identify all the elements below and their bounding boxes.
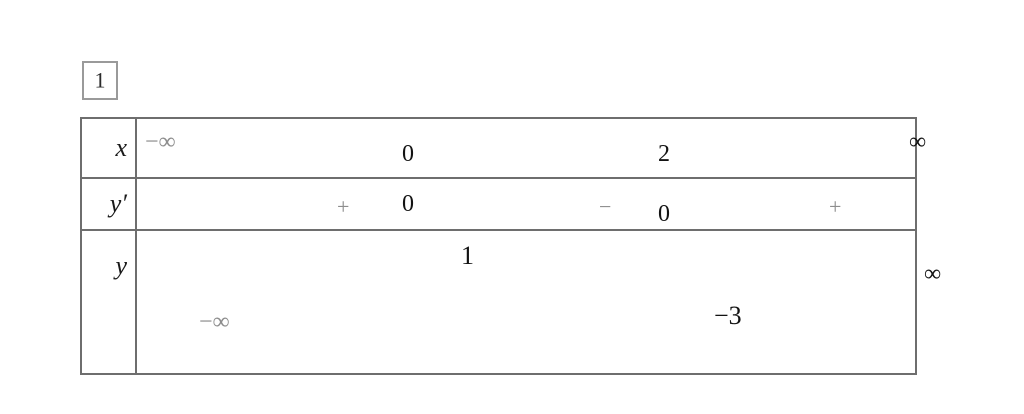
sign-minus: − [599,194,612,219]
row-body-y-prime: + 0 − 0 + [137,179,915,229]
x-value-zero: 0 [402,141,414,167]
derivative-zero-at-0: 0 [402,191,414,217]
derivative-zero-at-2: 0 [658,201,670,227]
figure-index-badge: 1 [82,61,118,100]
sign-plus-second: + [829,194,842,219]
x-value-negative-infinity: −∞ [145,129,176,155]
y-local-minimum-value: −3 [714,301,742,330]
row-label-y: y [115,251,127,280]
row-label-y-prime: y′ [109,189,127,218]
variation-arrows-layer [192,231,972,373]
x-value-positive-infinity: ∞ [909,129,927,155]
y-value-negative-infinity: −∞ [199,309,230,335]
row-label-cell-x: x [82,119,137,177]
y-value-positive-infinity: ∞ [924,261,942,287]
table-row-y-prime: y′ + 0 − 0 + [82,179,915,231]
sign-plus-first: + [337,194,350,219]
x-value-two: 2 [658,141,670,167]
variation-table: x −∞ 0 2 ∞ y′ + 0 − 0 + y −∞ 1 −3 ∞ [80,117,941,375]
row-body-y: −∞ 1 −3 ∞ [137,231,941,373]
row-label-cell-y: y [82,231,137,373]
row-body-x: −∞ 0 2 ∞ [137,119,926,177]
figure-index-label: 1 [94,67,106,93]
y-local-maximum-value: 1 [461,241,474,270]
table-row-y: y −∞ 1 −3 ∞ [82,231,941,373]
row-label-x: x [115,133,127,162]
table-row-x: x −∞ 0 2 ∞ [82,119,926,179]
row-label-cell-y-prime: y′ [82,179,137,229]
